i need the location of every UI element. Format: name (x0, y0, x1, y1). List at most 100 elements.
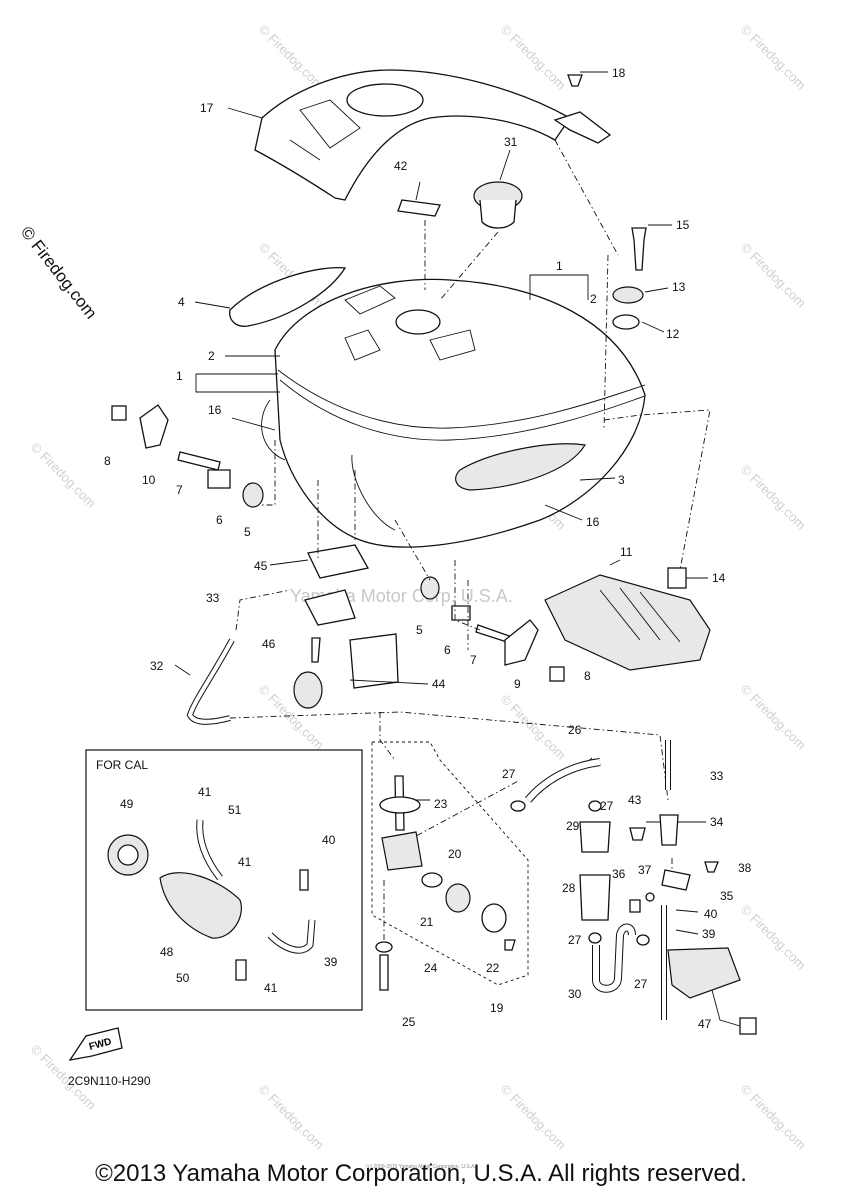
callout-33a: 33 (206, 591, 220, 605)
gasket (421, 872, 443, 888)
callout-3: 3 (618, 473, 625, 487)
cover-bracket (553, 111, 612, 144)
nut (549, 666, 565, 682)
for-cal-frame (85, 749, 363, 1011)
clip (510, 800, 526, 812)
pump-wire (711, 989, 741, 1027)
callout-39b: 39 (702, 927, 716, 941)
bolt (235, 959, 247, 981)
fuel-tank (274, 278, 646, 548)
side-watermark: © Firedog.com (17, 223, 101, 323)
callout-27d: 27 (634, 977, 648, 991)
callout-40b: 40 (704, 907, 718, 921)
gasket (307, 544, 370, 579)
bracket (504, 619, 539, 666)
cover-detail (289, 99, 361, 161)
callout-10: 10 (142, 473, 156, 487)
watermark: © Firedog.com (738, 240, 809, 311)
callout-28: 28 (562, 881, 576, 895)
callout-15: 15 (676, 218, 690, 232)
callout-36: 36 (612, 867, 626, 881)
drawing-code: 2C9N110-H290 (68, 1074, 151, 1088)
fuel-filter (579, 874, 611, 921)
callout-48: 48 (160, 945, 174, 959)
callout-40a: 40 (322, 833, 336, 847)
washer (375, 941, 393, 953)
canister (159, 872, 242, 939)
callout-4: 4 (178, 295, 185, 309)
screw (379, 954, 389, 991)
callout-34: 34 (710, 815, 724, 829)
callout-51: 51 (228, 803, 242, 817)
callout-37: 37 (638, 863, 652, 877)
bolt (631, 227, 647, 271)
watermark: © Firedog.com (498, 22, 569, 93)
tank-cover (254, 69, 571, 201)
watermark: © Firedog.com (256, 22, 327, 93)
watermark: © Firedog.com (738, 902, 809, 973)
callout-7b: 7 (470, 653, 477, 667)
callout-47: 47 (698, 1017, 712, 1031)
callout-2b: 2 (208, 349, 215, 363)
tank-brackets (344, 285, 476, 361)
fuel-hose (524, 758, 601, 803)
pump-connector (739, 1017, 757, 1035)
nut (111, 405, 127, 421)
side-cover-fins (599, 587, 681, 643)
damper (667, 567, 687, 589)
screw (504, 939, 516, 951)
cover-opening (346, 83, 424, 117)
joint (659, 814, 679, 846)
tiny-credit: (c) 2000-2015 Yamaha Motor Corporation, … (366, 1164, 476, 1170)
callout-14: 14 (712, 571, 726, 585)
watermark: © Firedog.com (498, 1082, 569, 1153)
o-ring (379, 796, 421, 814)
pump-filter (579, 821, 611, 853)
lever (445, 883, 471, 913)
callout-27b: 27 (600, 799, 614, 813)
callout-45: 45 (254, 559, 268, 573)
watermark: © Firedog.com (738, 22, 809, 93)
callout-30: 30 (568, 987, 582, 1001)
watermark: © Firedog.com (738, 1082, 809, 1153)
tank-stripe (277, 369, 646, 429)
callout-18: 18 (612, 66, 626, 80)
screw (311, 637, 321, 663)
callout-6b: 6 (444, 643, 451, 657)
callout-21: 21 (420, 915, 434, 929)
fuel-system (375, 740, 757, 1035)
tank-emblem (455, 443, 586, 491)
callout-25: 25 (402, 1015, 416, 1029)
clip (588, 932, 602, 944)
callout-19: 19 (490, 1001, 504, 1015)
callout-41c: 41 (264, 981, 278, 995)
caution-label (397, 199, 441, 217)
callout-31: 31 (504, 135, 518, 149)
callout-1a: 1 (556, 259, 563, 273)
for-cal-box (85, 749, 363, 1011)
fuel-cap-body (479, 199, 517, 229)
screw (629, 827, 646, 841)
holder (704, 861, 719, 873)
callout-46: 46 (262, 637, 276, 651)
callout-35: 35 (720, 889, 734, 903)
watermark: © Firedog.com (498, 692, 569, 763)
sender-float (293, 671, 323, 709)
fuel-pump (667, 947, 741, 999)
callout-32: 32 (150, 659, 164, 673)
callout-12: 12 (666, 327, 680, 341)
clip (636, 934, 650, 946)
clip (588, 800, 602, 812)
callout-42: 42 (394, 159, 408, 173)
callout-24: 24 (424, 961, 438, 975)
fwd-arrow: FWD (68, 1027, 123, 1061)
sender-plate (304, 589, 356, 626)
bracket (139, 404, 169, 449)
callout-7a: 7 (176, 483, 183, 497)
callout-9: 9 (514, 677, 521, 691)
callout-29: 29 (566, 819, 580, 833)
callout-44: 44 (432, 677, 446, 691)
callout-6a: 6 (216, 513, 223, 527)
callout-1b: 1 (176, 369, 183, 383)
